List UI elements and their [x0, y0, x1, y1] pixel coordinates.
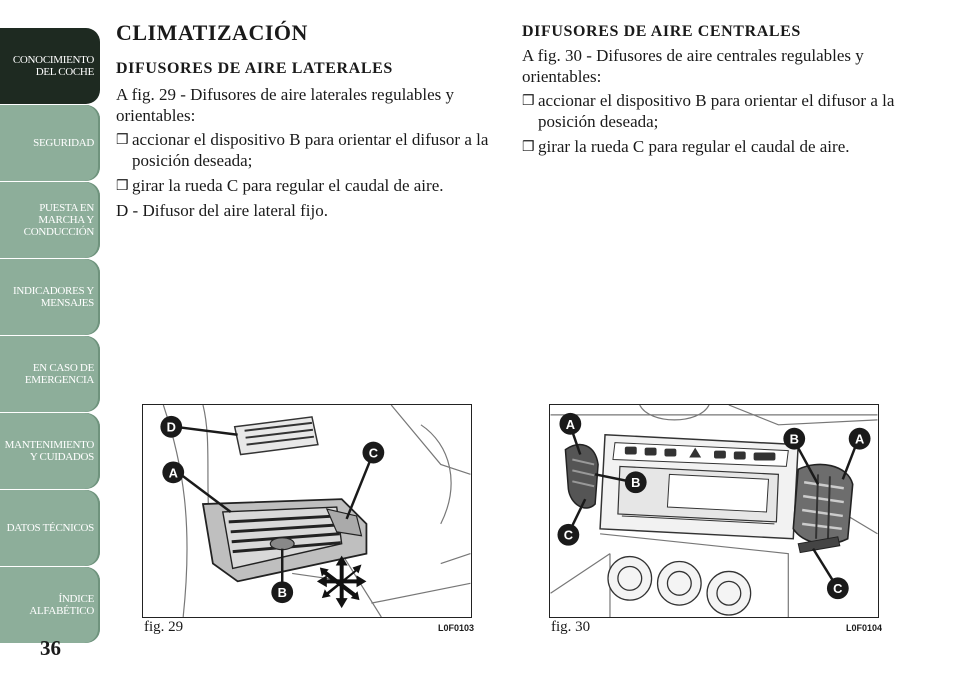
instruction-list: ❒accionar el dispositivo B para orientar… [116, 129, 496, 196]
svg-text:C: C [833, 581, 842, 596]
checkbox-bullet-icon: ❒ [522, 140, 535, 155]
callout-b-right: B [783, 427, 806, 450]
section-title: CLIMATIZACIÓN [116, 20, 308, 45]
move-arrows-icon [316, 555, 367, 609]
tab-conocimiento-del-coche[interactable]: CONOCIMIENTO DEL COCHE [0, 28, 100, 104]
callout-c-right: C [826, 577, 849, 600]
svg-text:A: A [169, 465, 178, 480]
list-item: ❒accionar el dispositivo B para orientar… [116, 130, 489, 170]
callout-a-right: A [848, 427, 871, 450]
figure-29-code: L0F0103 [438, 623, 475, 633]
figure-29-caption: fig. 29 [144, 619, 184, 635]
svg-text:B: B [278, 585, 287, 600]
subtitle-central-vents: DIFUSORES DE AIRE CENTRALES [522, 23, 801, 40]
tab-datos-tecnicos[interactable]: DATOS TÉCNICOS [0, 490, 100, 566]
right-column: DIFUSORES DE AIRE CENTRALES A fig. 30 - … [522, 18, 902, 161]
checkbox-bullet-icon: ❒ [116, 133, 129, 148]
tab-en-caso-de-emergencia[interactable]: EN CASO DE EMERGENCIA [0, 336, 100, 412]
intro-text: A fig. 29 - Difusores de aire laterales … [116, 85, 454, 125]
fixed-vent-note: D - Difusor del aire lateral fijo. [116, 201, 328, 220]
svg-text:C: C [564, 528, 573, 543]
intro-text: A fig. 30 - Difusores de aire centrales … [522, 46, 864, 86]
svg-text:B: B [631, 475, 640, 490]
list-item: ❒girar la rueda C para regular el caudal… [522, 137, 850, 156]
central-vents-illustration: A B A B C C [550, 405, 878, 617]
callout-c-left: C [557, 523, 580, 546]
callout-a-left: A [559, 412, 582, 435]
svg-text:A: A [566, 417, 575, 432]
figure-29-lateral-vent: D C A B [142, 404, 472, 618]
lateral-vent-illustration: D C A B [160, 405, 471, 617]
callout-a: A [162, 461, 185, 484]
callout-d: D [160, 415, 183, 438]
tab-mantenimiento-y-cuidados[interactable]: MANTENIMIENTO Y CUIDADOS [0, 413, 100, 489]
callout-b-left: B [624, 471, 647, 494]
checkbox-bullet-icon: ❒ [522, 94, 535, 109]
tab-seguridad[interactable]: SEGURIDAD [0, 105, 100, 181]
tab-puesta-en-marcha[interactable]: PUESTA EN MARCHA Y CONDUCCIÓN [0, 182, 100, 258]
callout-b: B [271, 581, 294, 604]
right-central-vent [792, 463, 854, 554]
svg-text:C: C [369, 446, 378, 461]
tab-indice-alfabetico[interactable]: ÍNDICE ALFABÉTICO [0, 567, 100, 643]
svg-text:B: B [790, 432, 799, 447]
subtitle-lateral-vents: DIFUSORES DE AIRE LATERALES [116, 60, 393, 77]
figure-30-caption: fig. 30 [551, 619, 591, 635]
svg-text:D: D [167, 420, 176, 435]
instruction-list: ❒accionar el dispositivo B para orientar… [522, 90, 902, 157]
callout-c: C [362, 441, 385, 464]
page-number: 36 [40, 636, 61, 660]
left-column: CLIMATIZACIÓN DIFUSORES DE AIRE LATERALE… [116, 18, 496, 221]
adjustable-vent-a [201, 498, 368, 583]
chapter-tabs: CONOCIMIENTO DEL COCHE SEGURIDAD PUESTA … [0, 28, 100, 644]
figure-30-central-vents: A B A B C C [549, 404, 879, 618]
tab-indicadores-y-mensajes[interactable]: INDICADORES Y MENSAJES [0, 259, 100, 335]
climate-knobs [607, 555, 752, 616]
list-item: ❒girar la rueda C para regular el caudal… [116, 176, 444, 195]
fixed-vent-d [233, 416, 319, 456]
list-item: ❒accionar el dispositivo B para orientar… [522, 91, 895, 131]
svg-text:A: A [855, 432, 864, 447]
left-central-vent [564, 443, 599, 509]
central-console [599, 433, 799, 540]
checkbox-bullet-icon: ❒ [116, 179, 129, 194]
figure-30-code: L0F0104 [846, 623, 883, 633]
